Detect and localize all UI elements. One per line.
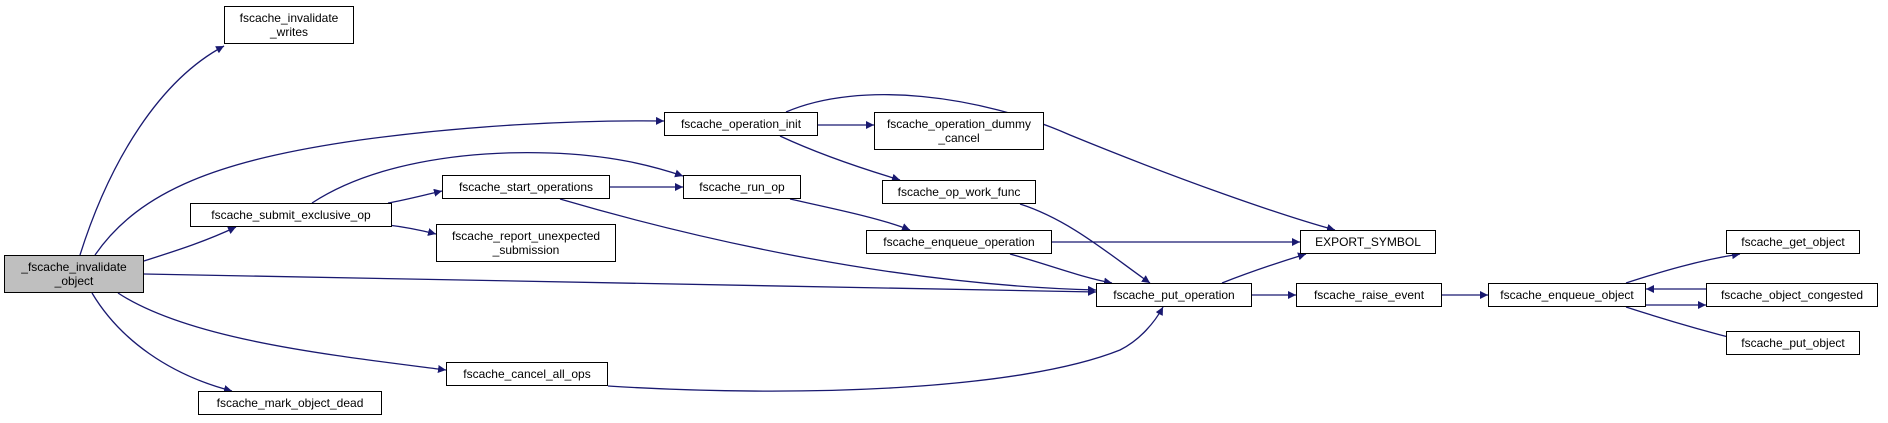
edge-invalidate-object-to-invalidate-writes	[79, 45, 225, 256]
node-fscache-report-unexpected-submission[interactable]: fscache_report_unexpected _submission	[436, 224, 616, 262]
node-fscache-op-work-func[interactable]: fscache_op_work_func	[882, 180, 1036, 204]
node-fscache-run-op[interactable]: fscache_run_op	[683, 175, 801, 199]
node-fscache-operation-dummy-cancel[interactable]: fscache_operation_dummy _cancel	[874, 112, 1044, 150]
edge-start-operations-to-put-operation	[559, 198, 1097, 294]
edge-invalidate-object-to-mark-object-dead	[91, 292, 233, 393]
edge-invalidate-object-to-put-operation	[143, 273, 1097, 296]
node-fscache-enqueue-operation[interactable]: fscache_enqueue_operation	[866, 230, 1052, 254]
edge-submit-exclusive-op-to-run-op	[311, 151, 684, 204]
edge-enqueue-operation-to-put-operation	[1009, 253, 1113, 286]
edge-run-op-to-enqueue-operation	[789, 198, 911, 231]
node-fscache-object-congested[interactable]: fscache_object_congested	[1706, 283, 1878, 307]
edge-invalidate-object-to-submit-exclusive-op	[143, 226, 237, 262]
edge-enqueue-object-to-put-object	[1625, 306, 1741, 342]
node-fscache-invalidate-object[interactable]: _fscache_invalidate _object	[4, 255, 144, 293]
node-fscache-put-object[interactable]: fscache_put_object	[1726, 331, 1860, 355]
node-fscache-cancel-all-ops[interactable]: fscache_cancel_all_ops	[446, 362, 608, 386]
edge-enqueue-object-to-get-object	[1625, 251, 1741, 284]
edge-cancel-all-ops-to-put-operation	[607, 306, 1164, 392]
edge-invalidate-object-to-operation-init	[94, 116, 665, 256]
edge-invalidate-object-to-cancel-all-ops	[117, 292, 447, 373]
node-fscache-submit-exclusive-op[interactable]: fscache_submit_exclusive_op	[190, 203, 392, 227]
edge-op-work-func-to-put-operation	[1019, 203, 1151, 284]
edge-submit-exclusive-op-to-report-unexpected	[387, 224, 437, 236]
node-fscache-get-object[interactable]: fscache_get_object	[1726, 230, 1860, 254]
node-fscache-put-operation[interactable]: fscache_put_operation	[1096, 283, 1252, 307]
node-fscache-start-operations[interactable]: fscache_start_operations	[442, 175, 610, 199]
node-fscache-operation-init[interactable]: fscache_operation_init	[664, 112, 818, 136]
edge-operation-init-to-op-work-func	[779, 135, 901, 182]
node-export-symbol[interactable]: EXPORT_SYMBOL	[1300, 230, 1436, 254]
edge-operation-init-to-export-symbol	[785, 94, 1336, 232]
node-fscache-mark-object-dead[interactable]: fscache_mark_object_dead	[198, 391, 382, 415]
node-fscache-enqueue-object[interactable]: fscache_enqueue_object	[1488, 283, 1646, 307]
node-fscache-raise-event[interactable]: fscache_raise_event	[1296, 283, 1442, 307]
node-fscache-invalidate-writes[interactable]: fscache_invalidate _writes	[224, 6, 354, 44]
edge-put-operation-to-export-symbol	[1221, 252, 1307, 284]
edge-submit-exclusive-op-to-start-operations	[387, 188, 443, 204]
